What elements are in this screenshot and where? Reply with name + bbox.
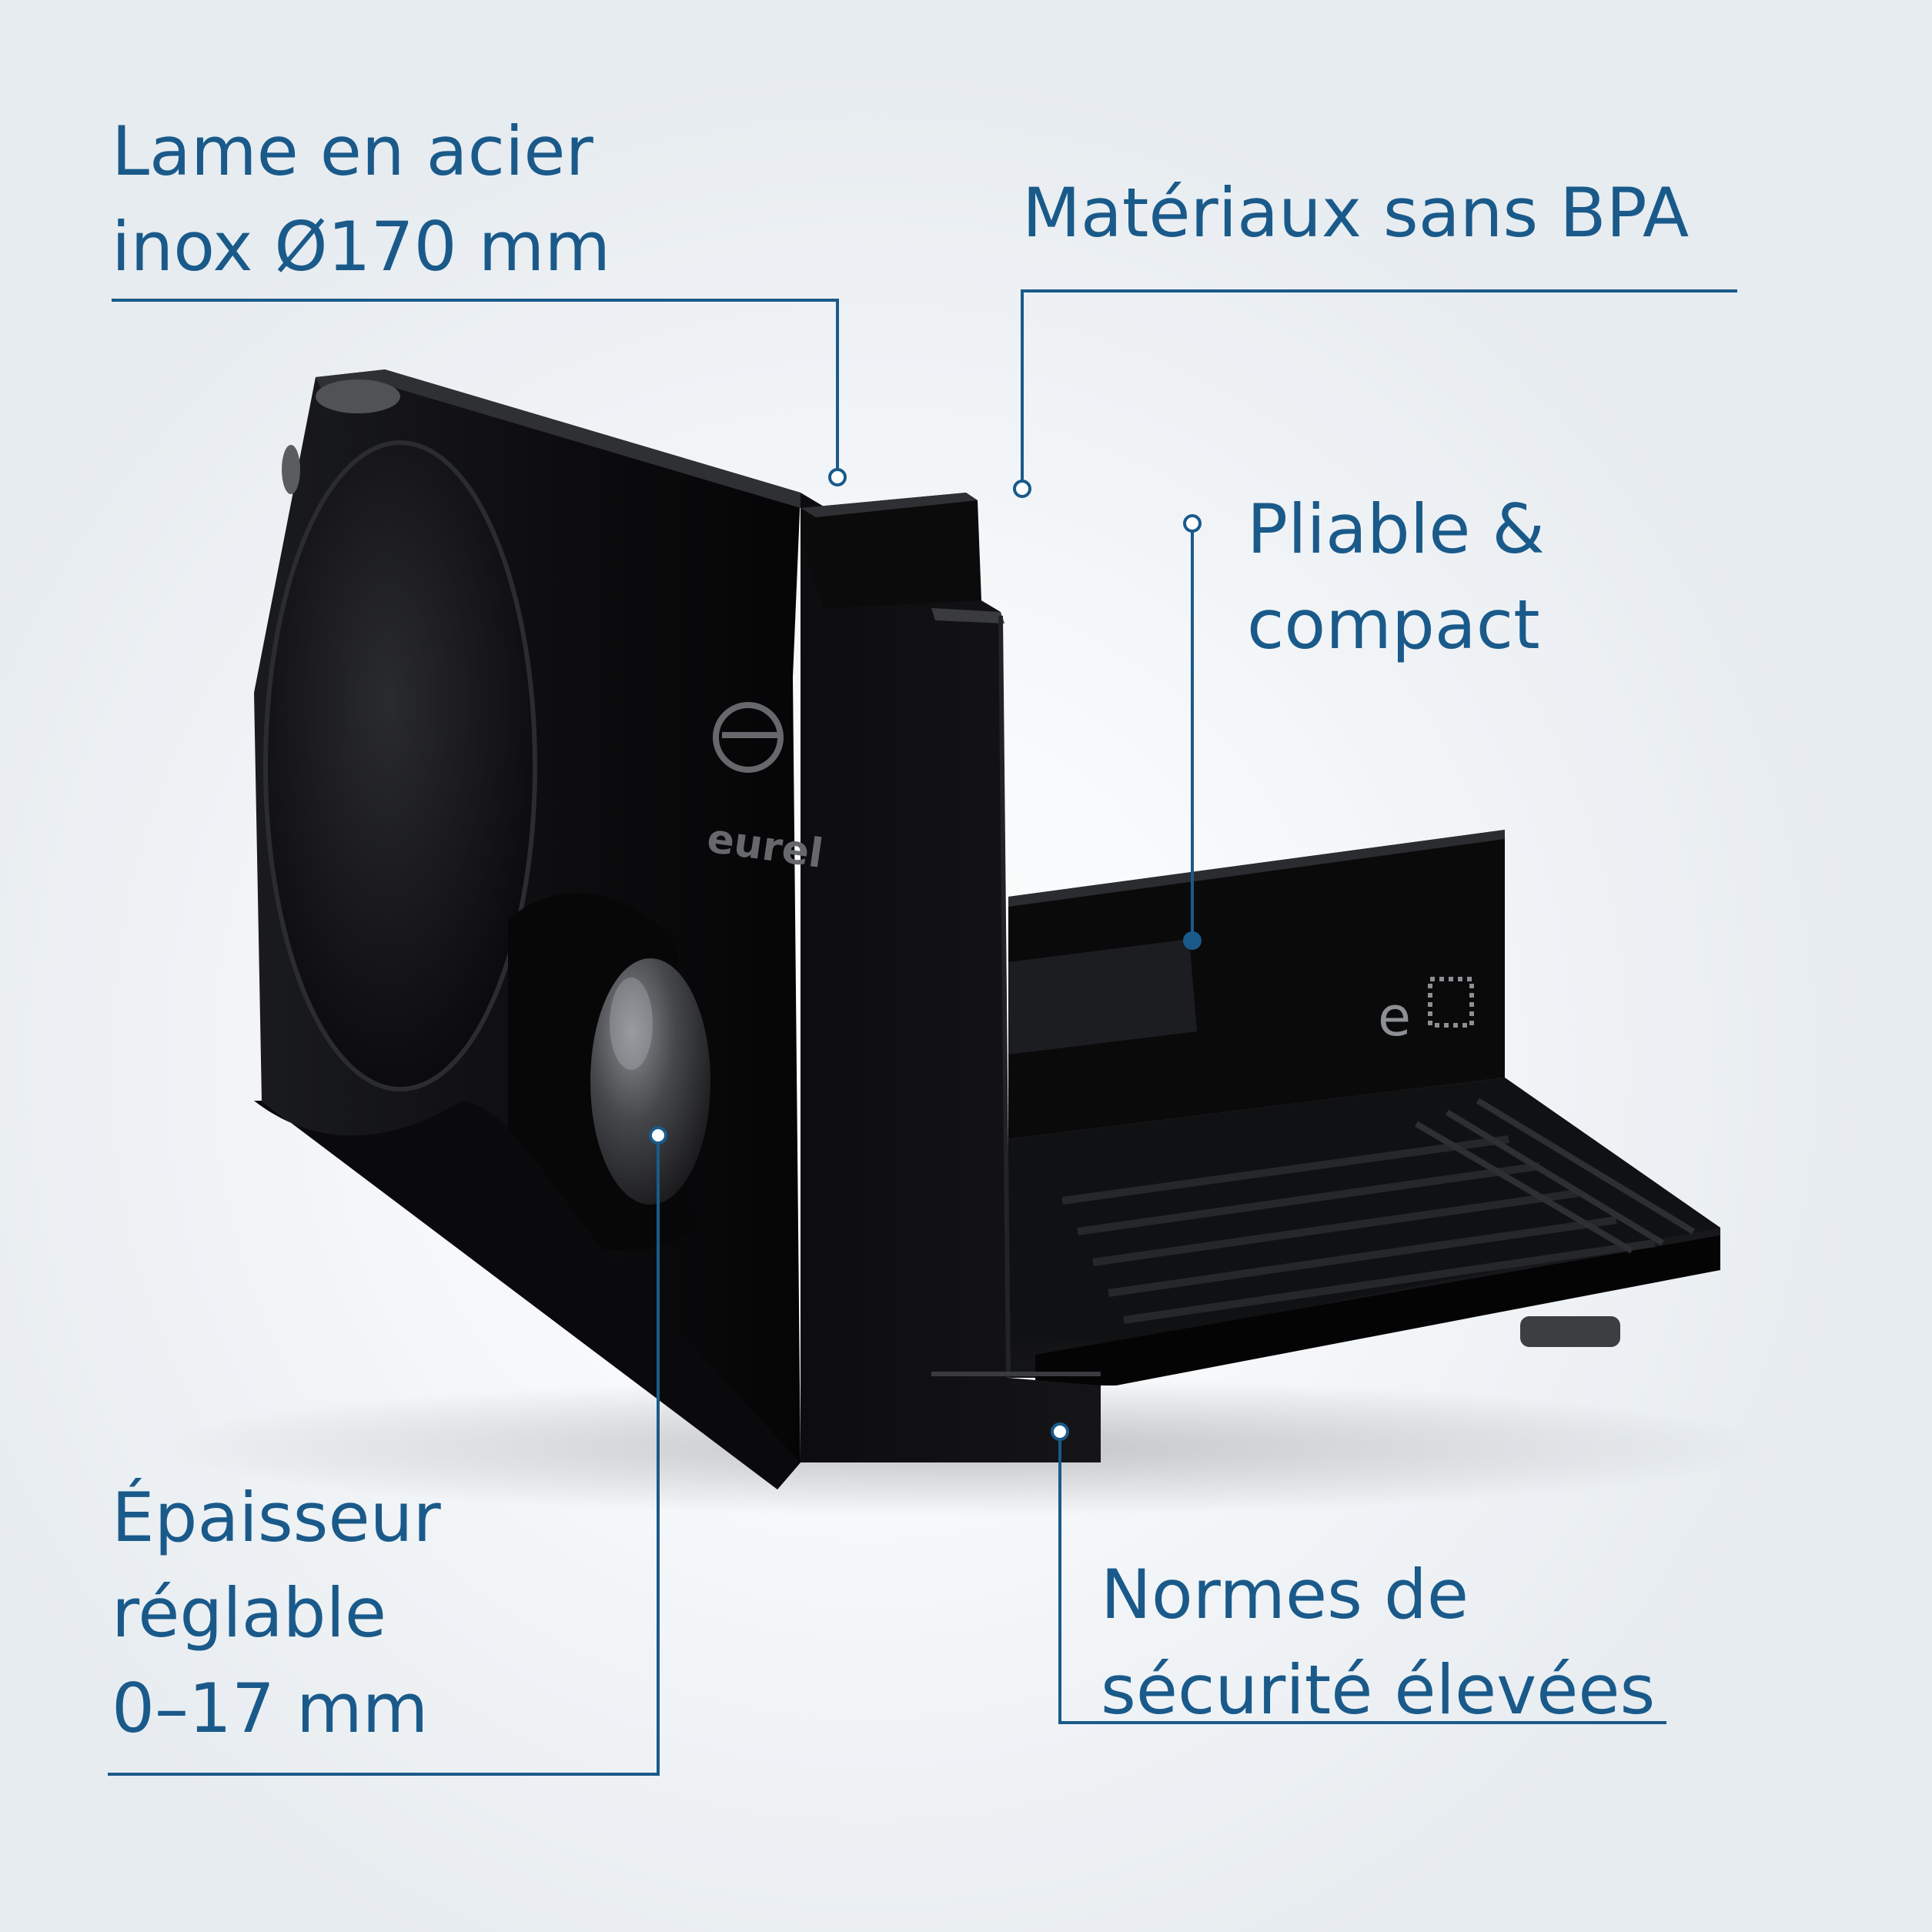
callout-foldable-line-1: Pliable &	[1247, 490, 1545, 569]
carriage-back-fence	[1008, 830, 1505, 1139]
callout-thickness: Épaisseur réglable 0–17 mm	[112, 1470, 441, 1757]
callout-safety: Normes de sécurité élevées	[1101, 1547, 1655, 1738]
leader-safety	[1058, 1432, 1666, 1724]
leader-blade-dot	[828, 468, 847, 486]
callout-materials-line-1: Matériaux sans BPA	[1022, 173, 1690, 252]
callout-foldable: Pliable & compact	[1247, 482, 1545, 673]
callout-safety-line-2: sécurité élevées	[1101, 1650, 1656, 1730]
food-pusher	[801, 493, 981, 608]
leader-foldable-dot-top	[1183, 514, 1202, 533]
callout-blade-line-1: Lame en acier	[112, 112, 593, 191]
callout-thickness-line-2: réglable	[112, 1573, 387, 1653]
tray-foot	[1520, 1316, 1620, 1347]
power-button[interactable]	[316, 379, 400, 413]
housing-front-panel	[801, 493, 1101, 1462]
callout-leaders	[108, 289, 1737, 1776]
callout-blade: Lame en acier inox Ø170 mm	[112, 104, 610, 295]
leader-foldable-dot-bottom	[1183, 931, 1202, 950]
callout-safety-line-1: Normes de	[1101, 1555, 1469, 1634]
callout-thickness-line-1: Épaisseur	[112, 1478, 441, 1557]
carriage-arm	[1008, 939, 1197, 1055]
brand-logo-icon	[713, 702, 784, 773]
leader-materials-dot	[1013, 480, 1031, 498]
leader-thickness	[108, 1135, 660, 1776]
callout-foldable-line-2: compact	[1247, 585, 1540, 664]
blade-guard	[266, 443, 535, 1089]
thickness-knob[interactable]	[590, 958, 710, 1205]
fence-logo: e	[1378, 985, 1411, 1048]
leader-blade	[112, 299, 839, 477]
callout-materials: Matériaux sans BPA	[1022, 165, 1689, 261]
qr-code-icon	[1428, 977, 1474, 1028]
callout-blade-line-2: inox Ø170 mm	[112, 207, 611, 286]
power-button-side[interactable]	[282, 445, 300, 494]
leader-materials	[1021, 289, 1737, 489]
callout-thickness-line-3: 0–17 mm	[112, 1669, 429, 1748]
leader-thickness-dot	[649, 1126, 667, 1145]
leader-safety-dot	[1051, 1422, 1069, 1441]
